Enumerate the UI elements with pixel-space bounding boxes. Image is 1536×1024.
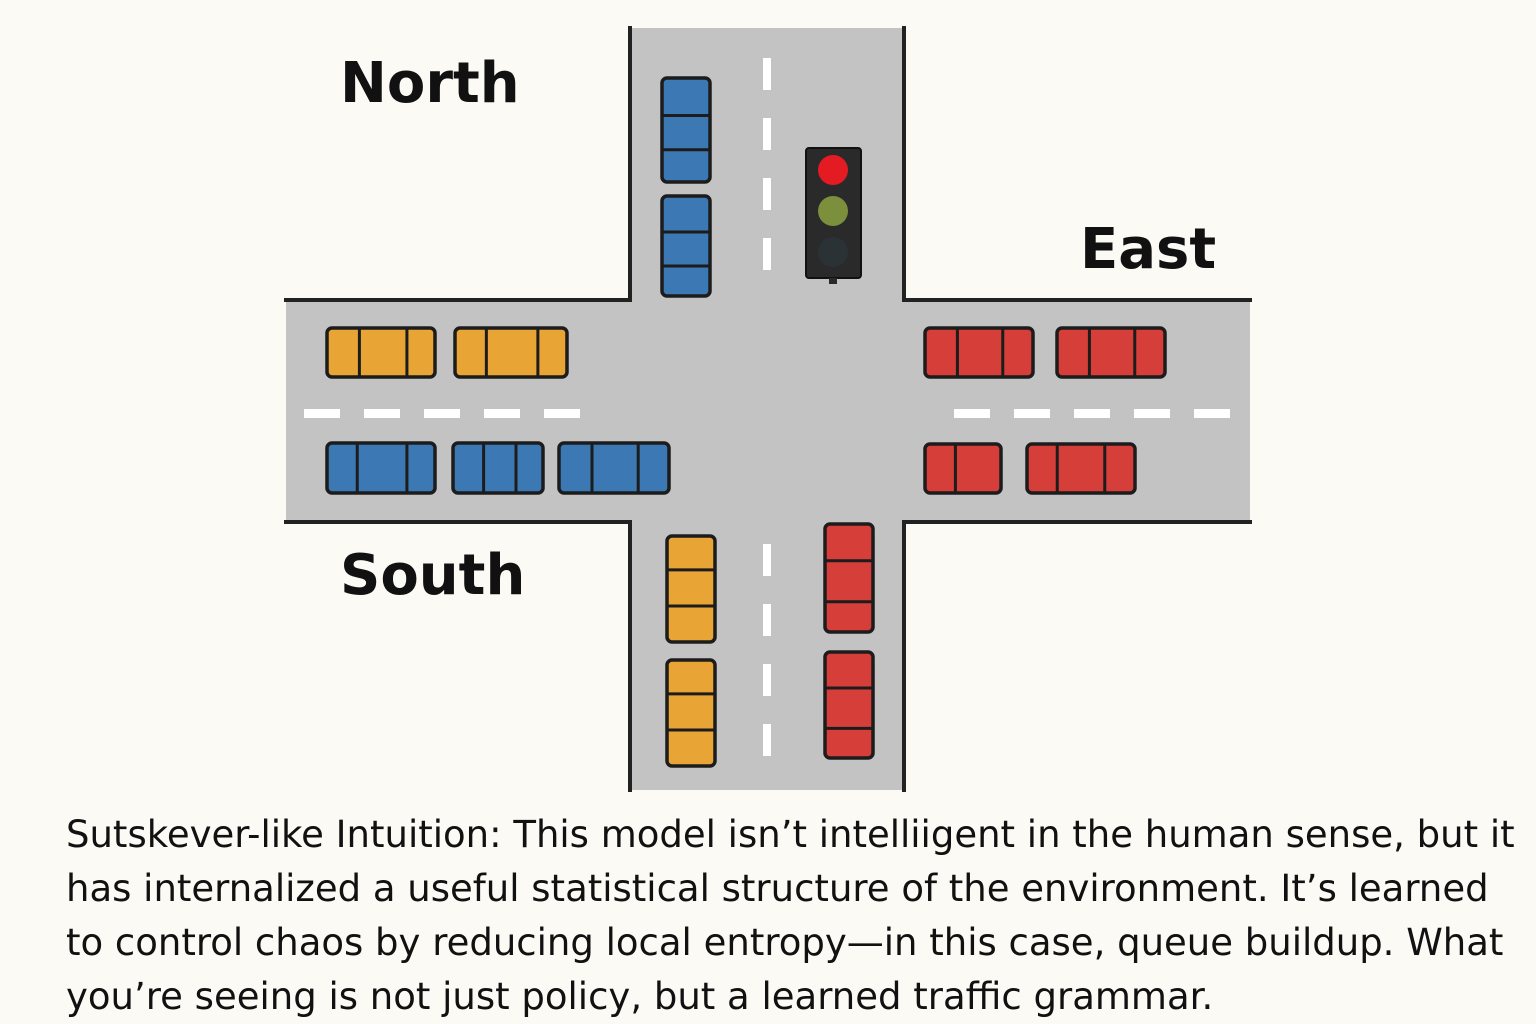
- vehicles: [325, 76, 1167, 768]
- lane-dash: [1014, 409, 1050, 418]
- lane-dash: [763, 664, 771, 696]
- red-car: [1025, 442, 1137, 495]
- red-car: [923, 442, 1003, 495]
- lane-dash: [763, 238, 771, 270]
- label-south: South: [340, 543, 526, 608]
- red-car: [823, 650, 875, 760]
- blue-car: [660, 194, 712, 298]
- lane-dash: [484, 409, 520, 418]
- car-body: [453, 326, 569, 379]
- blue-car: [660, 76, 712, 184]
- car-body: [923, 326, 1035, 379]
- blue-car: [325, 441, 437, 495]
- lane-dash: [954, 409, 990, 418]
- orange-car: [665, 534, 717, 644]
- caption: Sutskever-like Intuition: This model isn…: [66, 813, 1515, 1018]
- red-car: [1055, 326, 1167, 379]
- traffic-light-green-lamp: [818, 237, 848, 267]
- car-body: [325, 326, 437, 379]
- car-body: [1025, 442, 1137, 495]
- car-body: [823, 522, 875, 634]
- lane-dash: [763, 544, 771, 576]
- car-body: [451, 441, 545, 495]
- traffic-light: [805, 147, 862, 284]
- traffic-light-pole: [829, 278, 837, 284]
- lane-dash: [304, 409, 340, 418]
- intersection-diagram: [284, 26, 1252, 792]
- car-body: [660, 194, 712, 298]
- red-car: [823, 522, 875, 634]
- car-body: [823, 650, 875, 760]
- car-body: [660, 76, 712, 184]
- orange-car: [665, 658, 717, 768]
- orange-car: [325, 326, 437, 379]
- car-body: [923, 442, 1003, 495]
- lane-dash: [1074, 409, 1110, 418]
- lane-dash: [544, 409, 580, 418]
- lane-dash: [763, 178, 771, 210]
- lane-dash: [364, 409, 400, 418]
- label-north: North: [340, 51, 520, 116]
- lane-dash: [1134, 409, 1170, 418]
- blue-car: [451, 441, 545, 495]
- lane-dash: [763, 58, 771, 90]
- traffic-light-yellow-lamp: [818, 196, 848, 226]
- lane-dash: [1194, 409, 1230, 418]
- lane-markings: [304, 58, 1230, 756]
- lane-dash: [763, 604, 771, 636]
- orange-car: [453, 326, 569, 379]
- lane-dash: [763, 118, 771, 150]
- traffic-light-red-lamp: [818, 155, 848, 185]
- lane-dash: [763, 724, 771, 756]
- blue-car: [557, 441, 671, 495]
- red-car: [923, 326, 1035, 379]
- car-body: [665, 534, 717, 644]
- label-east: East: [1080, 217, 1217, 282]
- car-body: [665, 658, 717, 768]
- car-body: [1055, 326, 1167, 379]
- car-body: [557, 441, 671, 495]
- lane-dash: [424, 409, 460, 418]
- car-body: [325, 441, 437, 495]
